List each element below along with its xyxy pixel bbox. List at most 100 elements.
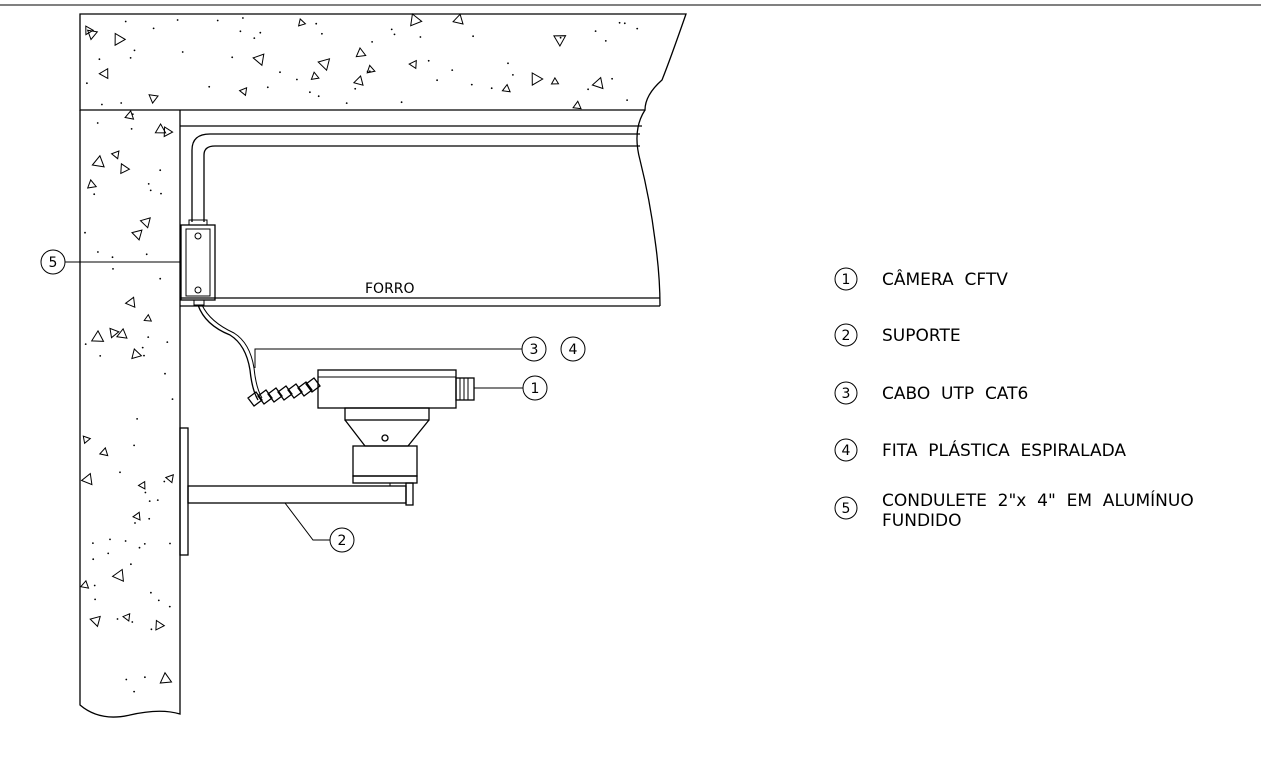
aggregate-dot	[130, 563, 132, 566]
aggregate-dot	[125, 678, 128, 681]
aggregate-dot	[390, 28, 393, 31]
aggregate-dot	[507, 62, 509, 65]
aggregate-stone	[124, 109, 135, 120]
aggregate-dot	[623, 22, 626, 25]
bracket-arm	[187, 485, 407, 504]
aggregate-dot	[604, 40, 607, 42]
aggregate-dot	[354, 87, 357, 90]
aggregate-dot	[345, 102, 348, 104]
aggregate-dot	[133, 690, 136, 693]
aggregate-dot	[239, 30, 242, 33]
utp-cable-inner	[201, 304, 263, 399]
aggregate-dot	[92, 542, 94, 544]
legend-item-1: 1 CÂMERA CFTV	[834, 267, 1008, 291]
aggregate-stone	[159, 671, 173, 684]
aggregate-dot	[309, 91, 311, 94]
legend-item-2: 2 SUPORTE	[834, 323, 961, 347]
aggregate-stone	[109, 327, 120, 339]
aggregate-dot	[143, 543, 146, 545]
aggregate-dot	[111, 256, 114, 259]
legend-4-number: 4	[842, 443, 851, 459]
aggregate-dot	[315, 22, 318, 25]
conduit-outer	[191, 133, 640, 222]
aggregate-dot	[242, 17, 244, 19]
aggregate-stone	[550, 76, 560, 85]
aggregate-stone	[115, 327, 128, 339]
conduit-inner	[203, 145, 640, 222]
aggregate-dot	[143, 354, 145, 357]
legend-5-text-line-2: FUNDIDO	[882, 511, 962, 531]
aggregate-dot	[144, 676, 146, 679]
aggregate-dot	[134, 522, 136, 524]
aggregate-stone	[164, 474, 174, 484]
aggregate-stone	[110, 150, 120, 160]
legend-item-4: 4 FITA PLÁSTICA ESPIRALADA	[834, 438, 1126, 462]
aggregate-dot	[147, 336, 150, 338]
aggregate-dot	[145, 253, 148, 256]
aggregate-stone	[163, 126, 174, 138]
aggregate-stone	[148, 94, 159, 105]
concrete-wall	[79, 110, 181, 718]
aggregate-dot	[152, 27, 155, 30]
aggregate-stone	[86, 29, 99, 41]
legend: 1 CÂMERA CFTV 2 SUPORTE 3 CABO UTP CAT6 …	[834, 267, 1194, 531]
utp-cable	[197, 304, 259, 401]
callout-3-circle	[521, 336, 547, 362]
aggregate-dot	[133, 49, 136, 52]
aggregate-stone	[410, 13, 423, 27]
callout-2-circle	[329, 527, 355, 553]
aggregate-stone	[90, 329, 105, 342]
aggregate-dot	[86, 82, 88, 85]
aggregate-dot	[159, 277, 162, 280]
aggregate-stone	[132, 511, 141, 521]
aggregate-stone	[352, 75, 364, 86]
aggregate-dot	[138, 546, 141, 549]
concrete-slab	[79, 13, 687, 111]
aggregate-dot	[371, 41, 373, 43]
aggregate-stone	[120, 162, 131, 175]
condulete-bottom-fitting	[193, 299, 205, 306]
aggregate-dot	[84, 343, 87, 345]
legend-1-text: CÂMERA CFTV	[882, 268, 1008, 290]
forro-label: FORRO	[365, 281, 415, 297]
aggregate-stone	[297, 18, 307, 27]
legend-4-text: FITA PLÁSTICA ESPIRALADA	[882, 439, 1126, 461]
aggregate-stone	[131, 229, 143, 241]
aggregate-dot	[147, 183, 150, 185]
aggregate-stone	[91, 154, 105, 168]
aggregate-dot	[84, 231, 86, 234]
aggregate-dot	[150, 628, 153, 631]
aggregate-stone	[139, 217, 151, 229]
aggregate-dot	[618, 21, 621, 24]
aggregate-dot	[472, 35, 474, 38]
aggregate-dot	[120, 102, 123, 104]
aggregate-dot	[93, 584, 96, 587]
aggregate-dot	[321, 32, 323, 35]
aggregate-stone	[131, 348, 143, 360]
aggregate-stone	[501, 83, 511, 93]
legend-3-circle	[834, 381, 858, 405]
condulete-cover	[185, 228, 211, 297]
callout-5-circle	[40, 249, 66, 275]
aggregate-stone	[238, 87, 248, 97]
aggregate-stone	[114, 32, 127, 47]
callout-3-number: 3	[530, 342, 539, 358]
aggregate-dot	[107, 552, 110, 555]
aggregate-dot	[160, 192, 162, 195]
legend-item-5: 5 CONDULETE 2"x 4" EM ALUMÍNUO FUNDIDO	[834, 489, 1194, 531]
aggregate-stone	[252, 53, 265, 67]
aggregate-dot	[259, 31, 262, 34]
aggregate-dot	[216, 19, 219, 22]
aggregate-dot	[169, 542, 171, 545]
aggregate-stone	[111, 568, 124, 583]
aggregate-dot	[296, 78, 298, 81]
aggregate-dot	[171, 398, 174, 400]
aggregate-dot	[208, 85, 211, 88]
aggregate-dot	[419, 36, 422, 38]
concrete-aggregate-texture	[79, 13, 639, 693]
break-line	[636, 109, 661, 307]
aggregate-dot	[99, 355, 102, 357]
aggregate-dot	[130, 127, 133, 130]
aggregate-dot	[93, 193, 96, 196]
aggregate-dot	[101, 103, 103, 106]
